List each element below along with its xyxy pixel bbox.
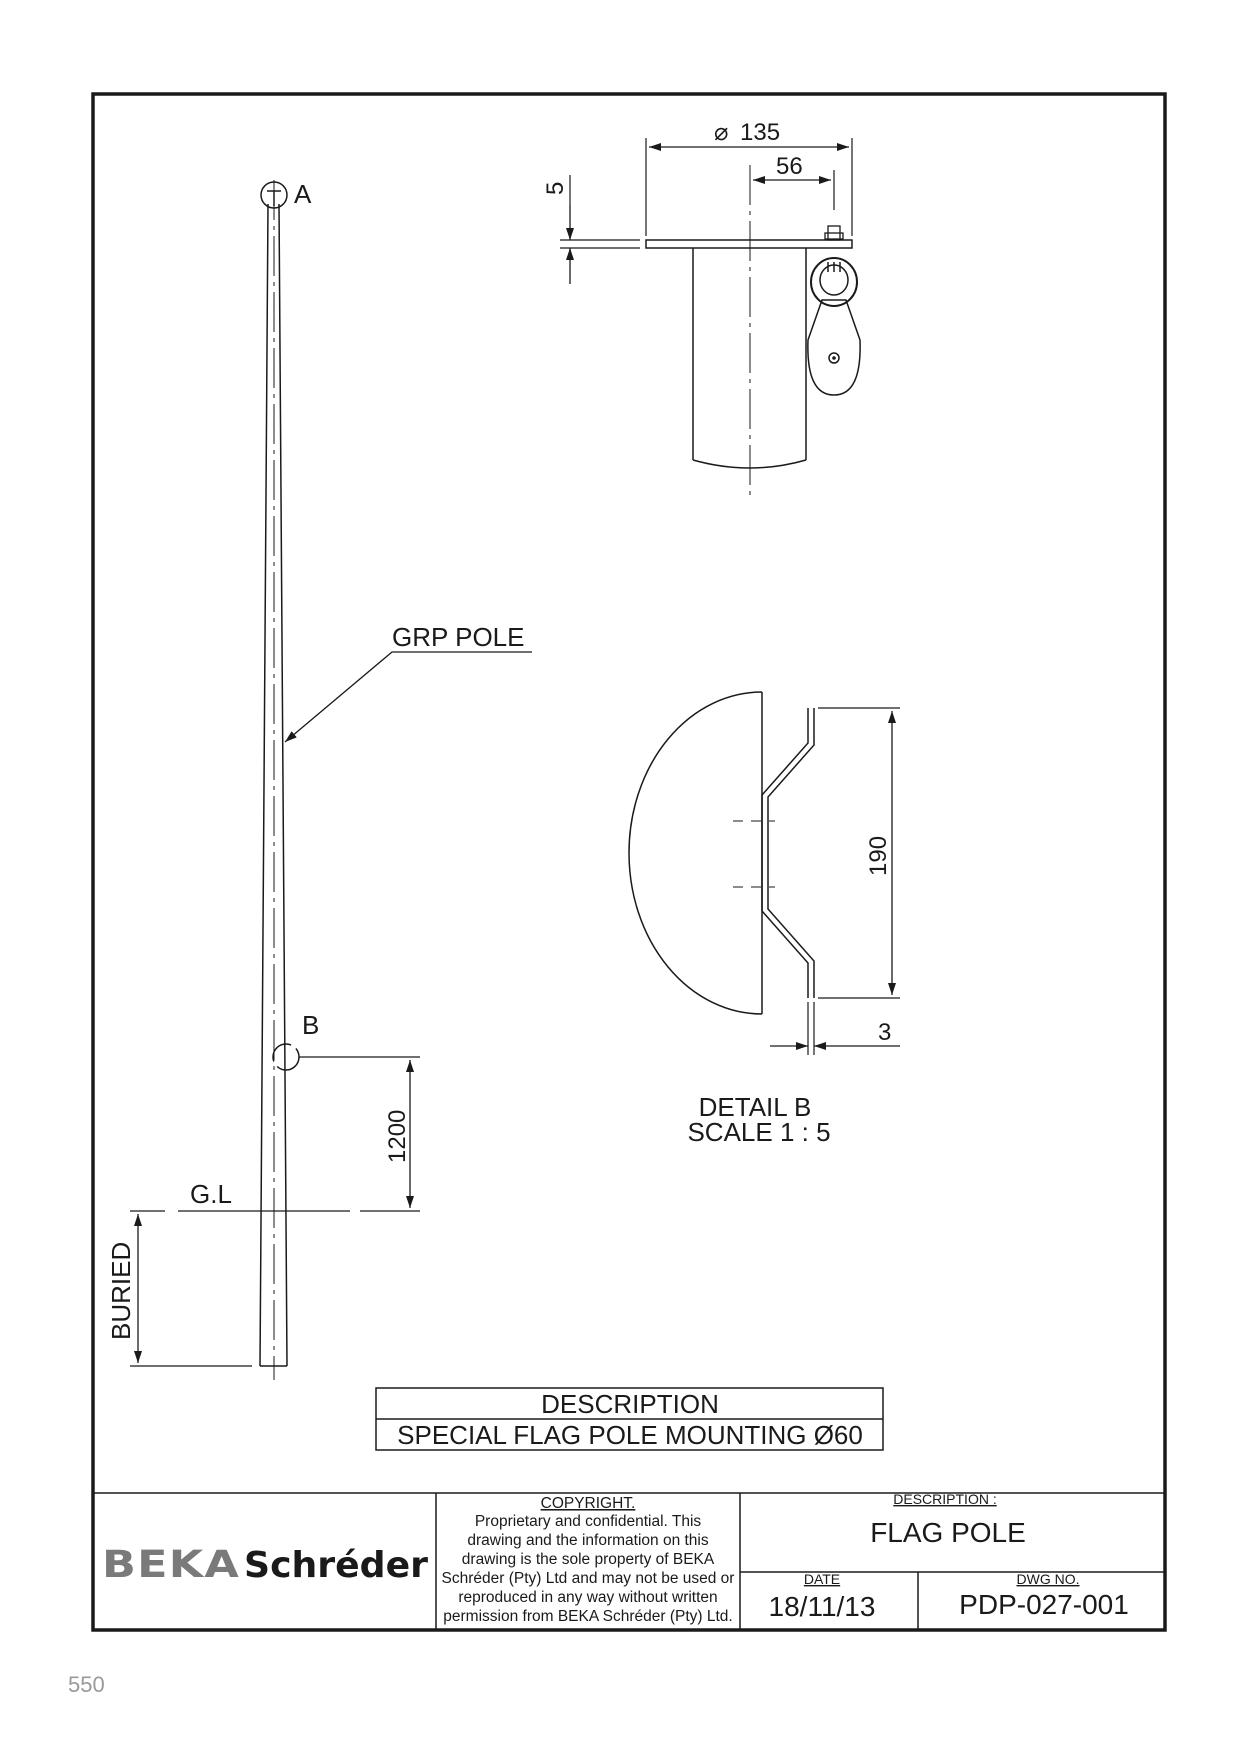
buried-label: BURIED bbox=[106, 1242, 136, 1340]
drawing-number-label: DWG NO. bbox=[1017, 1571, 1080, 1587]
title-block-description-value: FLAG POLE bbox=[870, 1517, 1026, 1548]
logo-beka-wordmark: BEKA bbox=[102, 1543, 240, 1586]
copyright-line: drawing and the information on this bbox=[467, 1532, 709, 1549]
description-box bbox=[375, 1387, 884, 1451]
beka-schreder-logo: BEKA Schréder bbox=[102, 1543, 428, 1586]
top-mounting-detail bbox=[560, 138, 861, 495]
description-box-text: SPECIAL FLAG POLE MOUNTING Ø60 bbox=[397, 1420, 863, 1450]
copyright-line: Proprietary and confidential. This bbox=[475, 1513, 702, 1530]
dimension-135: 135 bbox=[740, 119, 780, 146]
logo-schreder-wordmark: Schréder bbox=[244, 1545, 428, 1586]
ground-level-label: G.L bbox=[190, 1179, 232, 1209]
dimension-1200: 1200 bbox=[384, 1110, 411, 1163]
dimension-190: 190 bbox=[865, 836, 892, 876]
detail-b-view bbox=[628, 691, 900, 1055]
diameter-symbol: ⌀ bbox=[714, 119, 728, 146]
dimension-3: 3 bbox=[878, 1019, 891, 1046]
title-block-description-label: DESCRIPTION : bbox=[893, 1491, 996, 1507]
date-label: DATE bbox=[804, 1571, 840, 1587]
copyright-line: reproduced in any way without written bbox=[458, 1589, 717, 1606]
drawing-frame bbox=[91, 92, 1167, 1632]
marker-b-label: B bbox=[302, 1010, 319, 1040]
detail-b-title: DETAIL B bbox=[699, 1092, 812, 1122]
drawing-number-value: PDP-027-001 bbox=[959, 1589, 1129, 1620]
detail-b-scale: SCALE 1 : 5 bbox=[687, 1117, 830, 1147]
copyright-line: permission from BEKA Schréder (Pty) Ltd. bbox=[443, 1608, 732, 1625]
dimension-56: 56 bbox=[776, 153, 803, 180]
description-box-header: DESCRIPTION bbox=[541, 1389, 719, 1419]
copyright-line: drawing is the sole property of BEKA bbox=[462, 1551, 715, 1568]
copyright-title: COPYRIGHT. bbox=[541, 1495, 636, 1512]
dimension-5: 5 bbox=[542, 182, 569, 195]
copyright-line: Schréder (Pty) Ltd and may not be used o… bbox=[442, 1570, 735, 1587]
grp-pole-callout: GRP POLE bbox=[392, 622, 524, 652]
date-value: 18/11/13 bbox=[769, 1591, 876, 1622]
title-block bbox=[93, 1492, 1165, 1630]
page-number: 550 bbox=[68, 1672, 105, 1697]
pole-elevation bbox=[130, 180, 532, 1380]
marker-a-label: A bbox=[294, 179, 312, 209]
